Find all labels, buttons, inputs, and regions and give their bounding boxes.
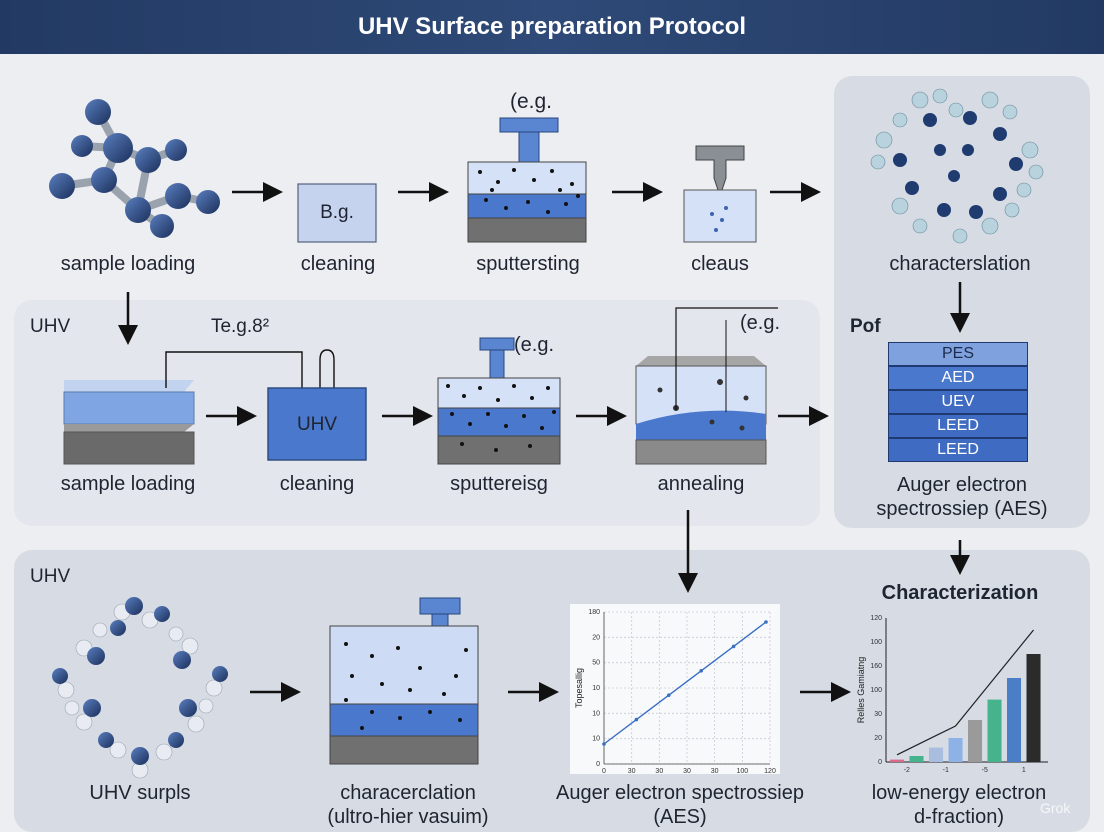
y-tick-label: 0 <box>878 759 882 766</box>
caption-leed-line2: d-fraction) <box>913 806 1005 828</box>
bar <box>890 759 905 762</box>
technique-layer: PES <box>888 342 1028 366</box>
panel-label-uhv-2: UHV <box>30 566 71 587</box>
data-point <box>699 669 703 673</box>
caption-aes-line2: (AES) <box>653 806 707 828</box>
y-tick-label: 160 <box>870 663 882 670</box>
technique-stack: PES AED UEV LEED LEED <box>888 342 1028 464</box>
step-label-cleaning-2: cleaning <box>279 473 355 495</box>
data-point <box>602 742 606 746</box>
technique-layer: AED <box>888 366 1028 390</box>
bar <box>987 699 1002 762</box>
bar-chart-svg: 120 100 160 100 30 20 0 Relles Gamiatng -2 -1 -5 1 <box>856 615 1048 774</box>
x-tick-label: 30 <box>683 768 691 774</box>
characterization-heading: Characterization <box>881 582 1039 604</box>
data-point <box>764 620 768 624</box>
step-label-sputtering-2: sputtereisg <box>450 473 548 495</box>
sample-slab-icon <box>63 380 195 465</box>
series-line <box>603 621 767 745</box>
step-label-sample-loading: sample loading <box>60 253 196 275</box>
sputter-note-2: (e.g. <box>514 334 555 356</box>
x-tick-label: -5 <box>982 767 988 774</box>
y-axis-label: Topesallig <box>574 668 584 708</box>
cleaning-box-text-2: UHV <box>296 414 338 435</box>
caption-aes-line1: Auger electron spectrossiep <box>556 782 804 804</box>
panel-label-uhv: UHV <box>30 316 71 337</box>
step-label-cleaning: cleaning <box>300 253 376 275</box>
caption-uhv-surface: UHV surpls <box>89 782 191 804</box>
watermark: Grok <box>1040 800 1071 816</box>
y-tick-label: 120 <box>870 615 882 622</box>
technique-layer: UEV <box>888 390 1028 414</box>
bar <box>948 738 963 762</box>
bar <box>929 747 944 762</box>
y-tick-label: 10 <box>592 685 600 692</box>
y-tick-label: 20 <box>592 634 600 641</box>
y-tick-label: 50 <box>592 660 600 667</box>
y-tick-label: 10 <box>592 736 600 743</box>
step-label-characterization: characterslation <box>889 253 1031 275</box>
y-tick-label: 100 <box>870 639 882 646</box>
x-tick-label: -2 <box>904 767 910 774</box>
x-tick-label: 30 <box>711 768 719 774</box>
data-point <box>634 717 639 722</box>
cluster-icon <box>870 88 1044 244</box>
technique-layer: LEED <box>888 438 1028 462</box>
anneal-note: (e.g. <box>740 312 781 334</box>
sputter-chamber-icon-2 <box>437 337 561 465</box>
right-panel-label: Pof <box>850 316 881 337</box>
y-tick-label: 20 <box>874 735 882 742</box>
cleaning-box-text: B.g. <box>320 202 354 223</box>
caption-chamber-line2: (ultro-hier vasuim) <box>327 806 489 828</box>
y-tick-label: 30 <box>874 711 882 718</box>
step-label-sample-loading-2: sample loading <box>60 473 196 495</box>
right-caption-line2: spectrossiep (AES) <box>876 498 1048 520</box>
data-point <box>667 693 671 697</box>
y-tick-label: 100 <box>870 687 882 694</box>
step-label-sputtering: sputtersting <box>476 253 580 275</box>
data-point <box>731 644 736 649</box>
y-tick-label: 180 <box>588 609 600 616</box>
technique-layer: LEED <box>888 414 1028 438</box>
sputter-note: (e.g. <box>509 90 553 113</box>
caption-chamber-line1: characerclation <box>340 782 476 804</box>
cleave-chamber-icon <box>683 145 757 243</box>
trend-line <box>896 629 1034 756</box>
bar <box>909 756 924 762</box>
bar <box>968 720 983 762</box>
x-tick-label: 30 <box>628 768 636 774</box>
y-tick-label: 10 <box>592 710 600 717</box>
pipe-note: Te.g.8² <box>210 316 270 337</box>
x-tick-label: 1 <box>1022 767 1026 774</box>
step-label-annealing: annealing <box>657 473 745 495</box>
page-title: UHV Surface preparation Protocol <box>357 13 747 40</box>
y-axis-label: Relles Gamiatng <box>856 657 866 724</box>
sputter-chamber-icon <box>467 117 587 243</box>
title-bar <box>0 0 1104 54</box>
annealing-chamber-icon <box>635 307 778 465</box>
x-tick-label: 100 <box>736 768 748 774</box>
bar <box>1007 678 1022 762</box>
molecule-atoms <box>49 99 220 238</box>
x-tick-label: 30 <box>655 768 663 774</box>
bar <box>1026 654 1041 762</box>
x-tick-label: -1 <box>943 767 949 774</box>
uhv-chamber-icon <box>329 597 479 765</box>
ring-molecule-icon <box>52 597 228 779</box>
step-label-cleave: cleaus <box>691 253 749 275</box>
x-tick-label: 0 <box>602 768 606 774</box>
y-tick-label: 0 <box>596 761 600 768</box>
leed-bar-chart: 120 100 160 100 30 20 0 Relles Gamiatng -2 -1 -5 1 <box>852 612 1052 778</box>
caption-leed-line1: low-energy electron <box>871 782 1047 804</box>
right-caption-line1: Auger electron <box>896 474 1028 496</box>
x-tick-label: 120 <box>764 768 776 774</box>
